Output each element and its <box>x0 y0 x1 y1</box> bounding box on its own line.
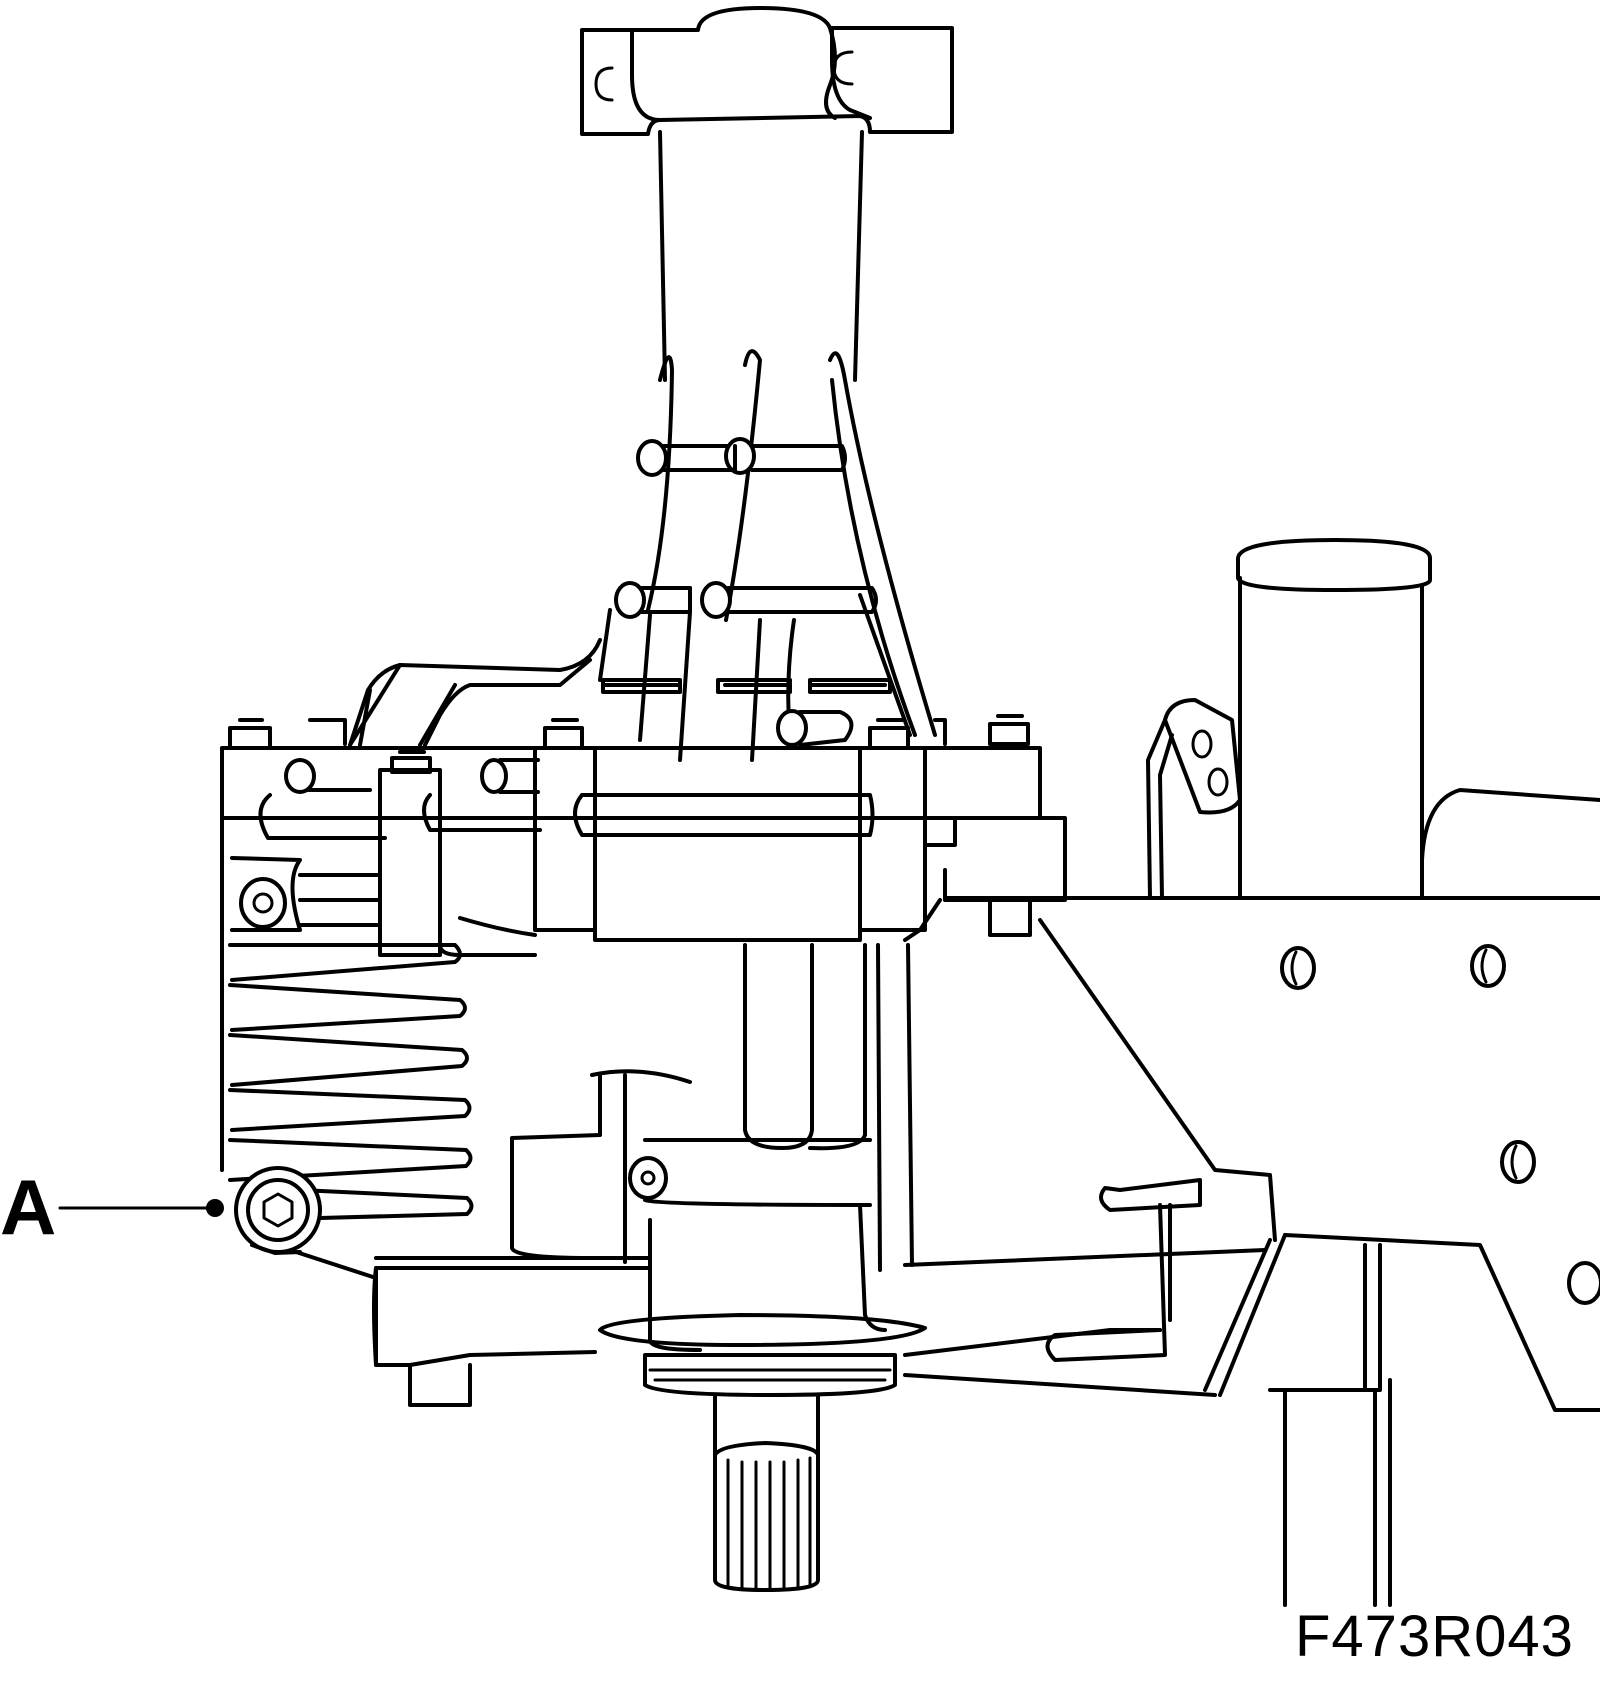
right-cylinder <box>1146 538 1600 900</box>
engine-block <box>903 896 1600 1607</box>
cooling-fins <box>228 943 474 1220</box>
drain-plug-bolt <box>234 1166 322 1255</box>
gearbox-housing <box>220 714 1067 1220</box>
callout-leader-dot <box>206 1199 224 1217</box>
callout-label-a: A <box>0 1163 57 1251</box>
figure-code: F473R043 <box>1295 1604 1574 1669</box>
shaft-splines <box>726 1456 812 1592</box>
top-stalk <box>580 6 954 382</box>
lower-housing <box>288 943 1162 1592</box>
shift-fingers <box>348 349 937 762</box>
